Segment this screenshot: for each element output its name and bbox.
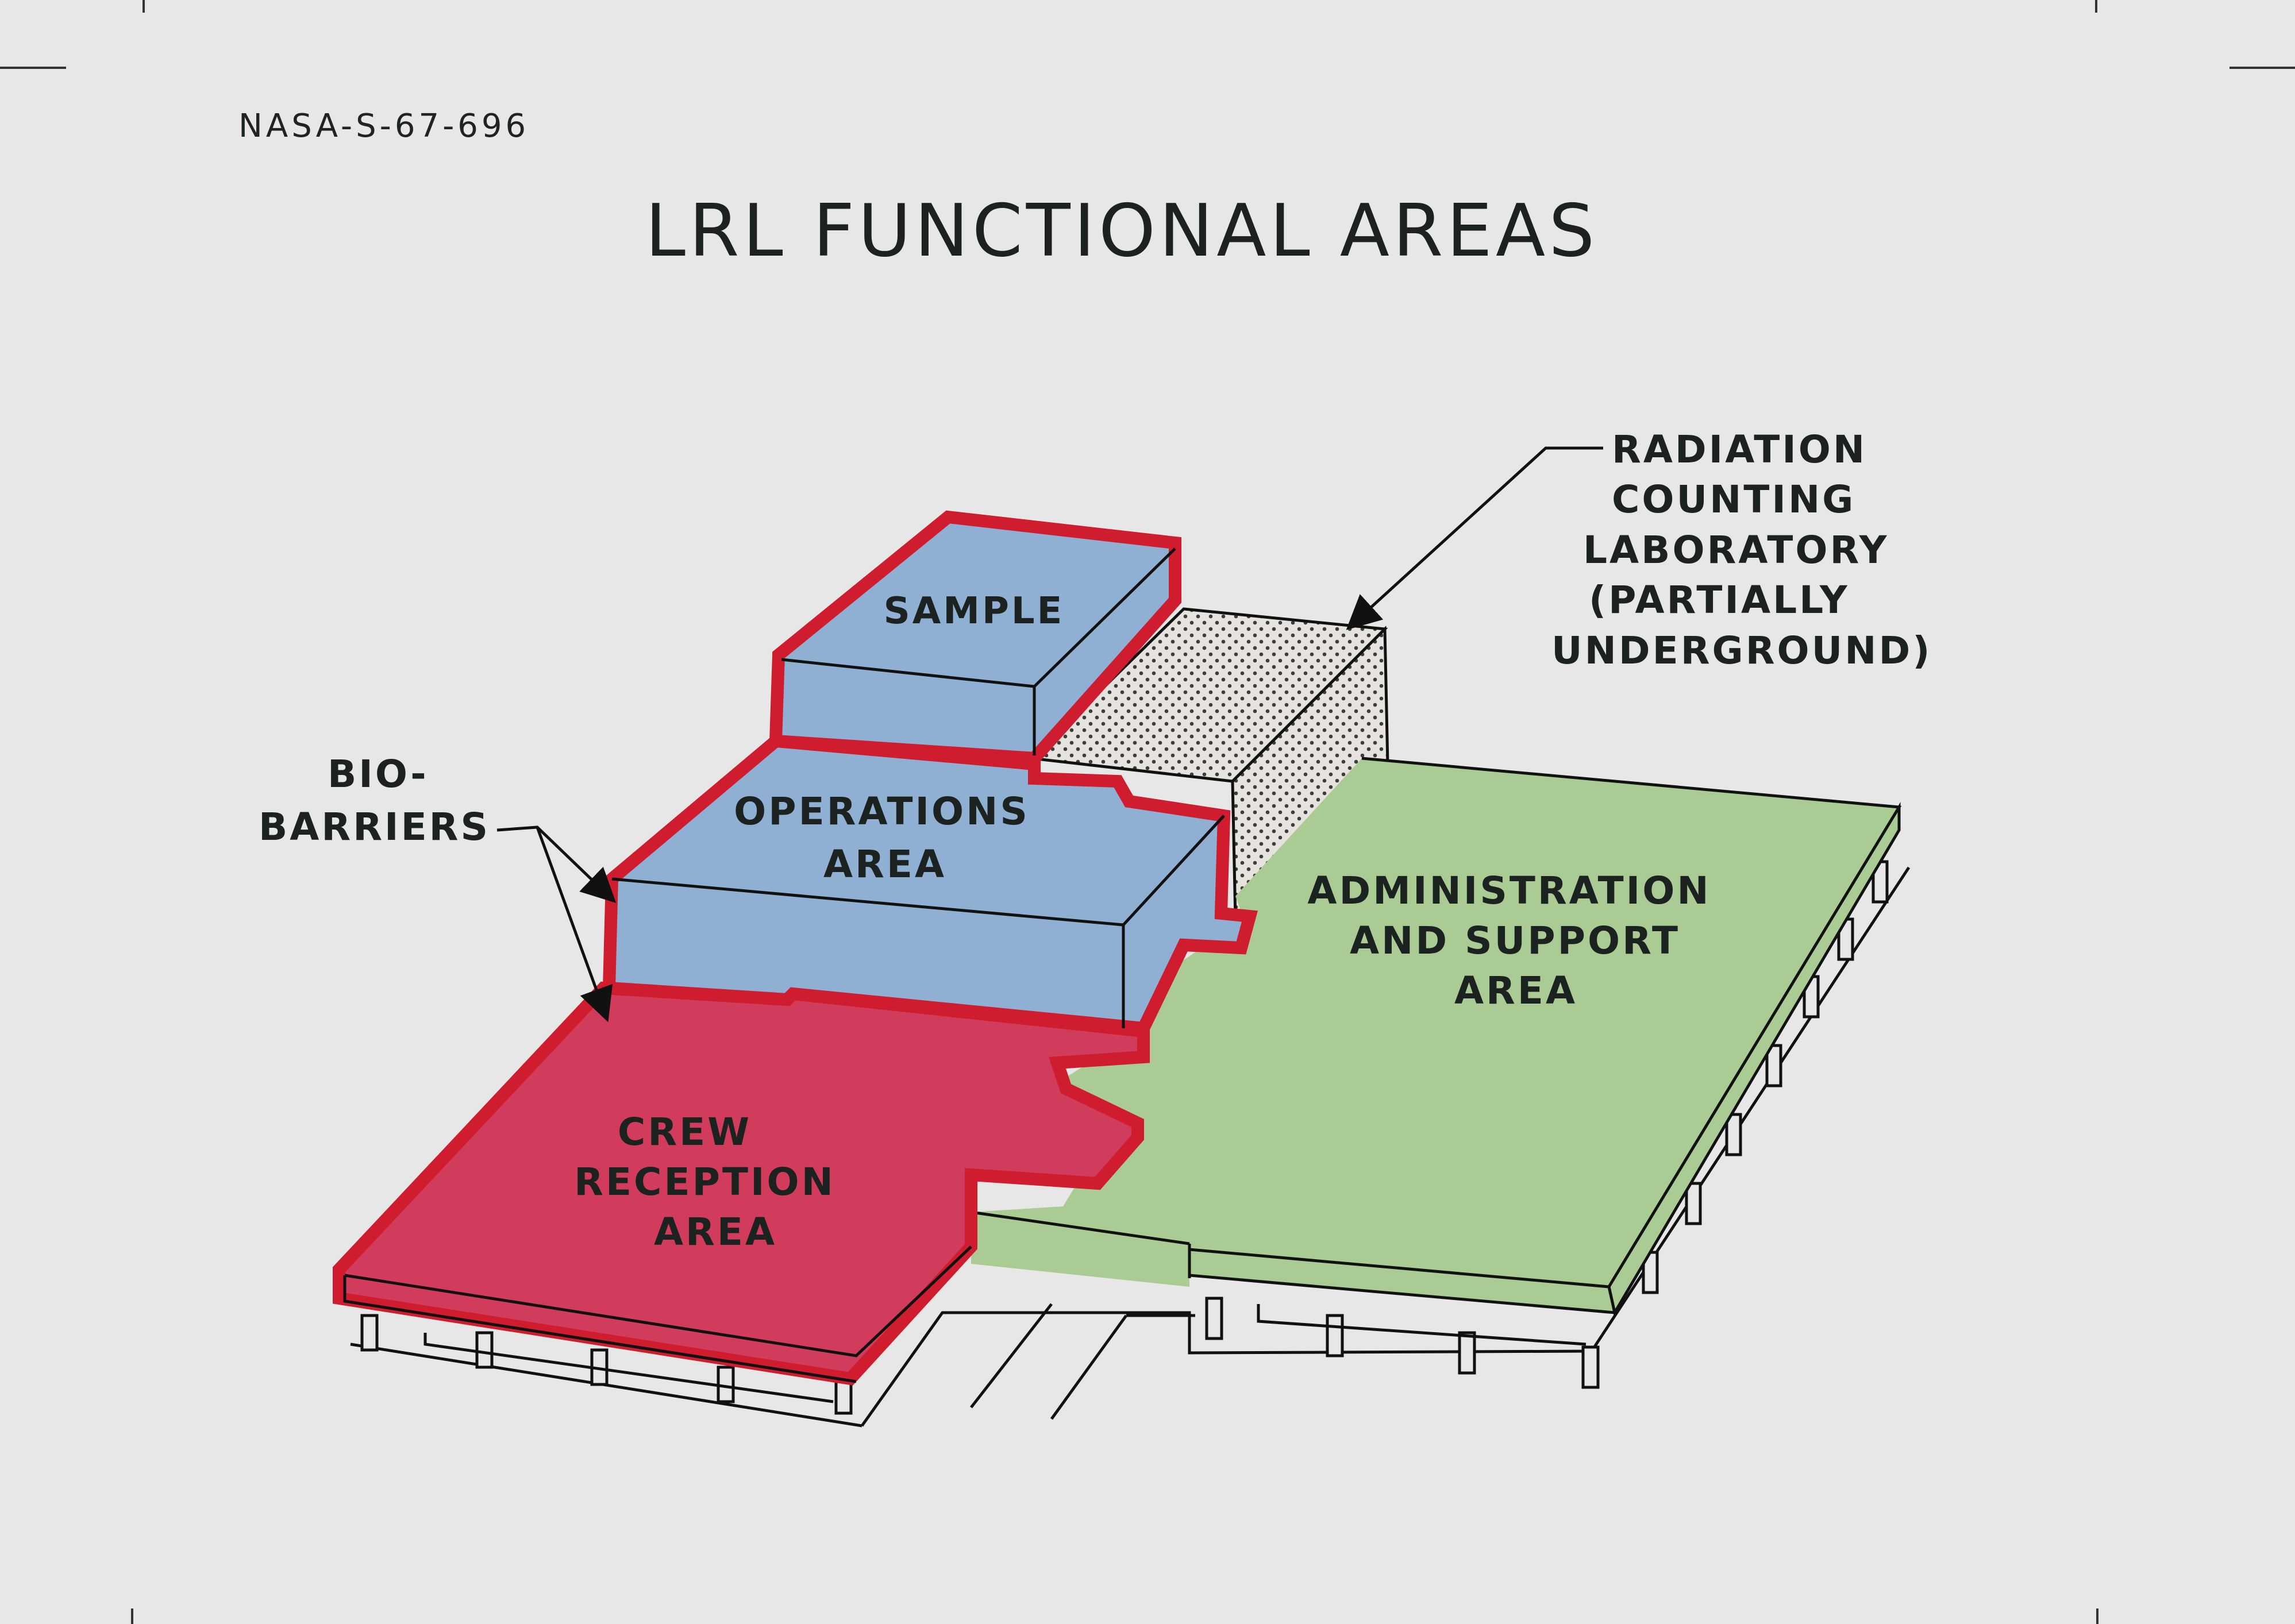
operations-label-line-2: AREA xyxy=(823,842,946,886)
admin-label-line-3: AREA xyxy=(1454,969,1577,1013)
admin-support-block xyxy=(971,757,1902,1317)
radiation-label-line-5: UNDERGROUND) xyxy=(1551,628,1932,673)
sample-block xyxy=(769,510,1181,765)
operations-label-line-1: OPERATIONS xyxy=(734,789,1030,834)
biobarriers-label-line-1: BIO- xyxy=(328,752,429,796)
radiation-label-line-3: LABORATORY xyxy=(1583,528,1889,572)
admin-label-line-2: AND SUPPORT xyxy=(1350,919,1680,963)
crew-label-line-2: RECEPTION xyxy=(574,1160,835,1204)
operations-label: OPERATIONS AREA xyxy=(734,789,1045,886)
radiation-label-line-2: COUNTING xyxy=(1612,477,1855,522)
biobarriers-label: BIO- BARRIERS xyxy=(259,752,490,849)
operations-block xyxy=(602,734,1258,1035)
radiation-label-line-4: (PARTIALLY xyxy=(1589,578,1850,622)
sample-label: SAMPLE xyxy=(884,590,1065,632)
radiation-pointer xyxy=(1346,446,1603,630)
radiation-label: RADIATION COUNTING LABORATORY (PARTIALLY… xyxy=(1551,427,1932,673)
admin-label-line-1: ADMINISTRATION xyxy=(1307,869,1711,913)
document-id: NASA-S-67-696 xyxy=(238,107,529,145)
radiation-label-line-1: RADIATION xyxy=(1612,427,1867,472)
biobarrier-pointers xyxy=(496,825,617,1023)
crew-label: CREW RECEPTION AREA xyxy=(574,1110,851,1254)
admin-label: ADMINISTRATION AND SUPPORT AREA xyxy=(1307,869,1726,1013)
building-foundation xyxy=(350,860,1911,1428)
page-title: LRL FUNCTIONAL AREAS xyxy=(645,188,1598,273)
biobarriers-label-line-2: BARRIERS xyxy=(259,805,490,849)
crew-label-line-1: CREW xyxy=(618,1110,752,1154)
crew-label-line-3: AREA xyxy=(654,1210,777,1254)
